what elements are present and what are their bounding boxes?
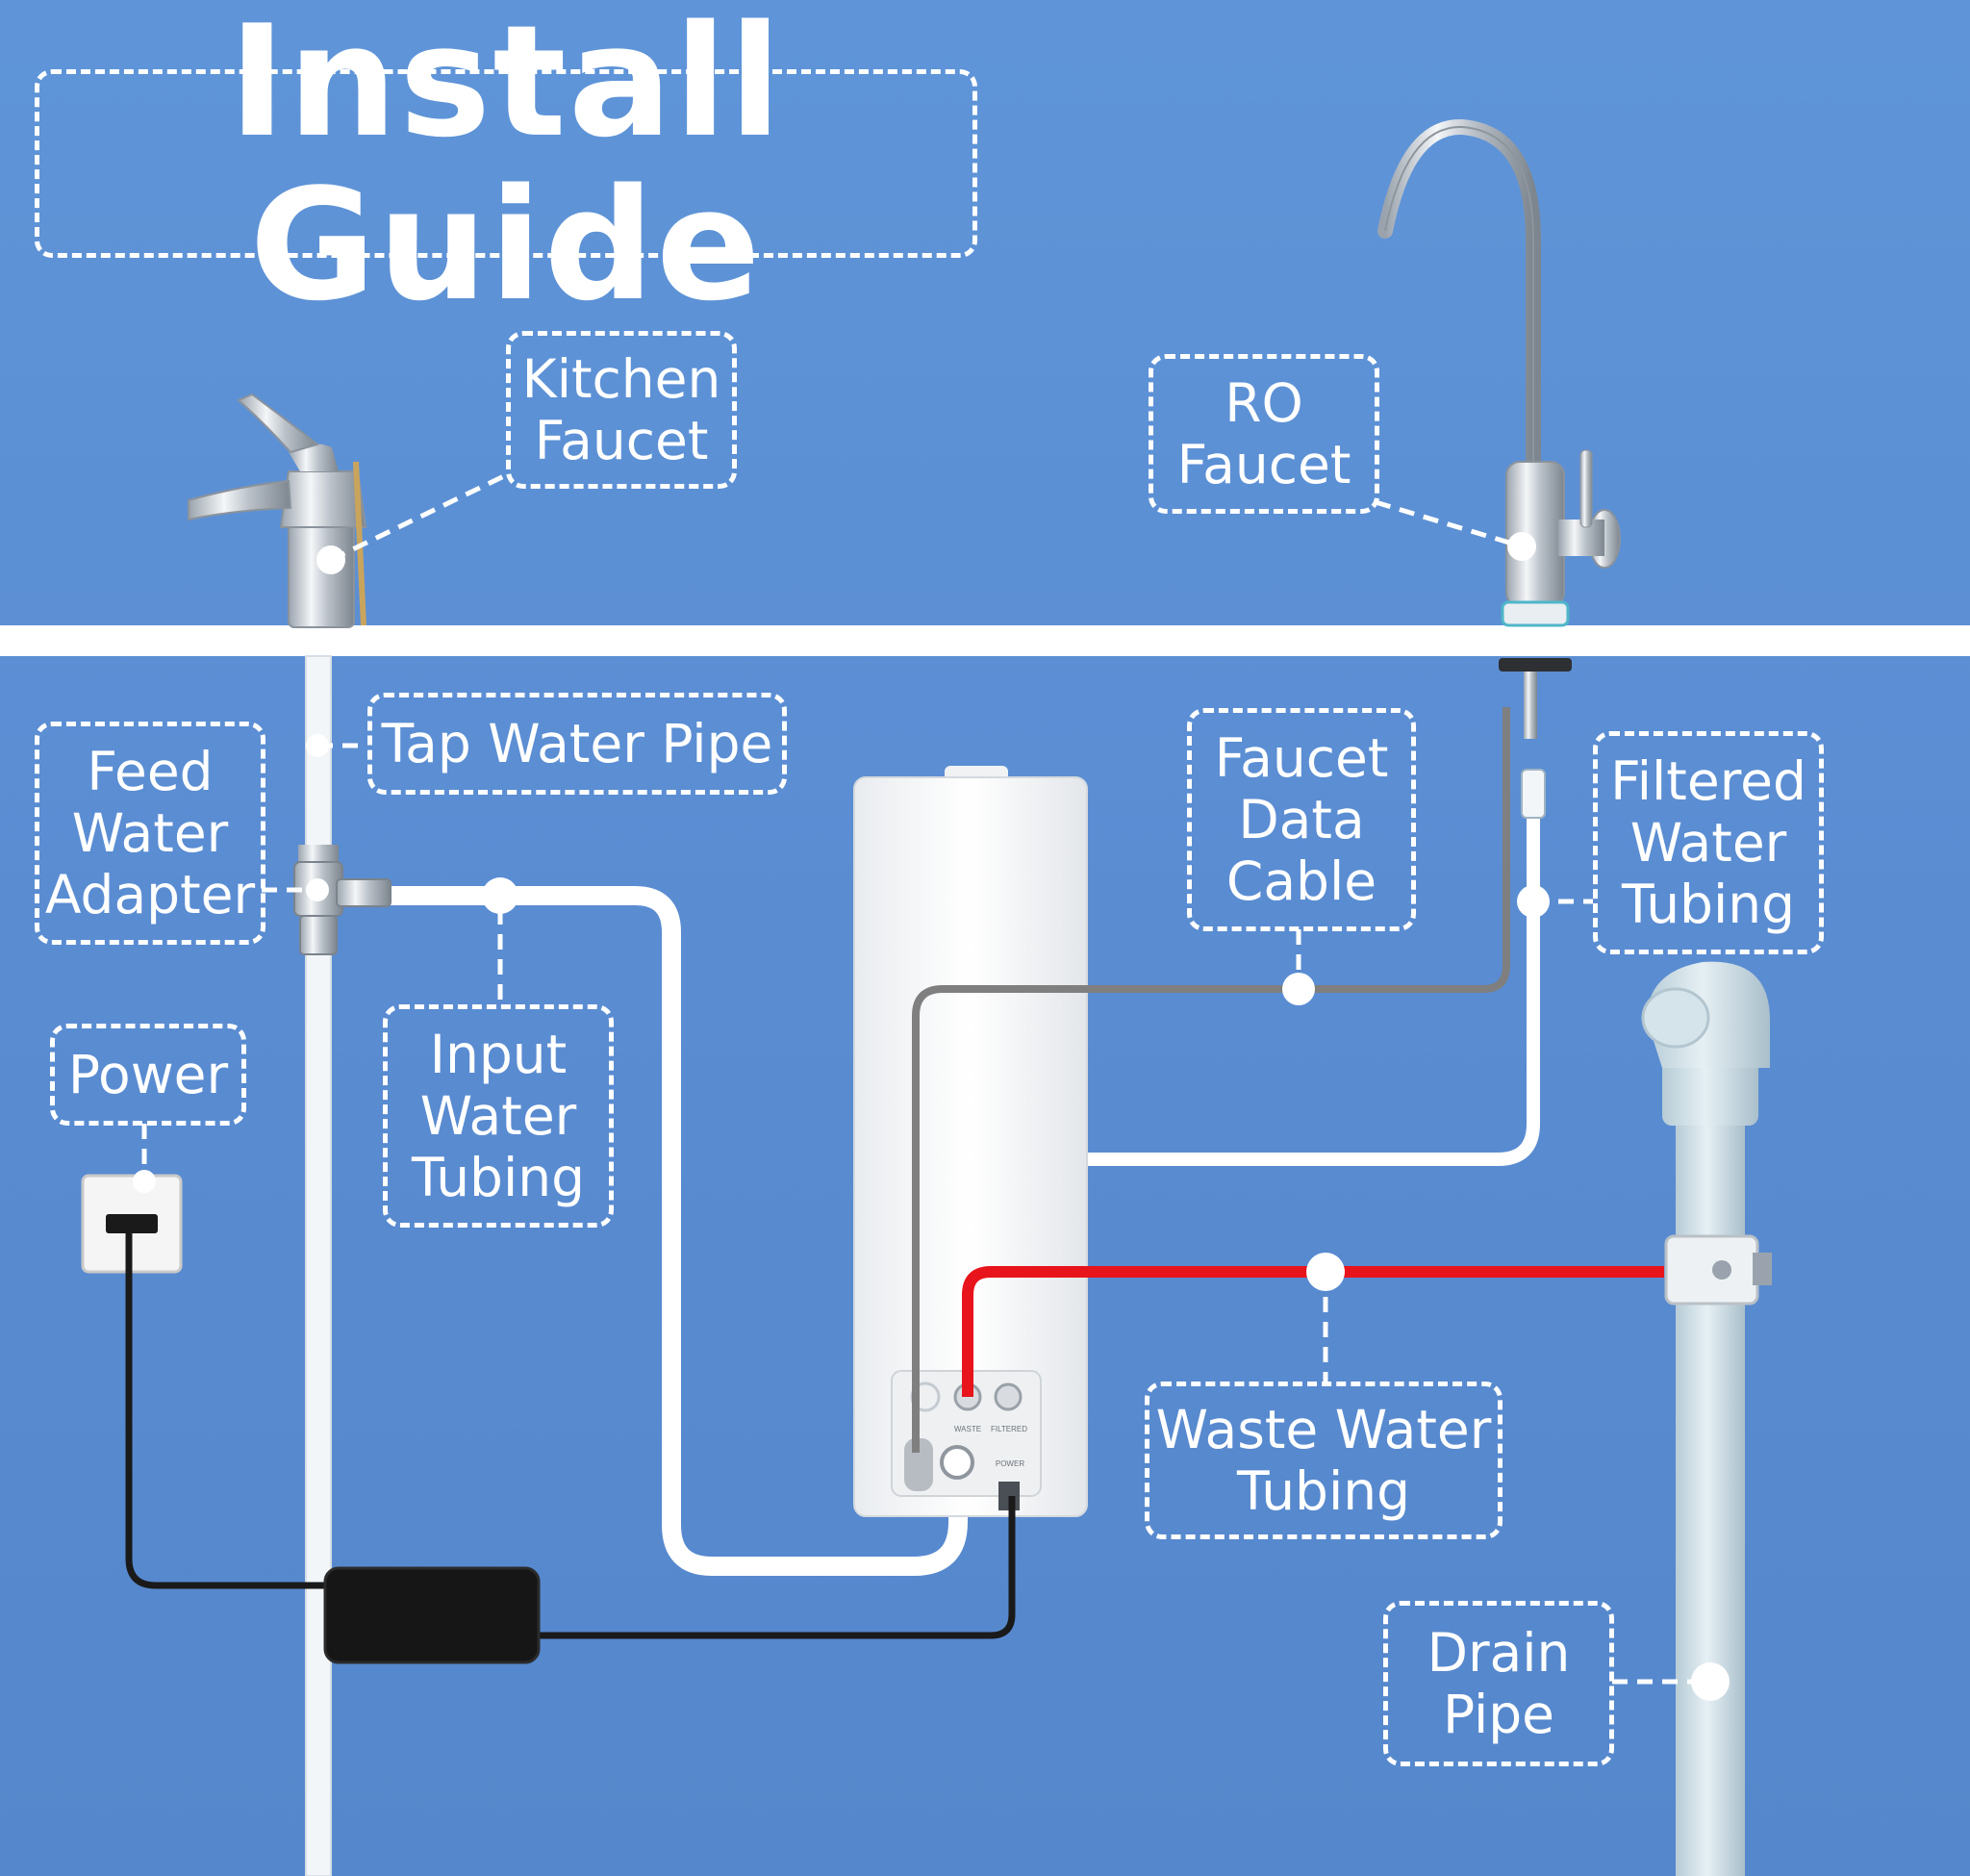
tap-water-pipe — [305, 655, 332, 1876]
tap-water-pipe-dot — [306, 734, 329, 757]
drain-pipe-dot — [1691, 1662, 1730, 1701]
faucet-data-cable — [912, 707, 1510, 1453]
label-kitchen-faucet: Kitchen Faucet — [506, 331, 737, 489]
feed-water-adapter-dot — [306, 878, 329, 901]
label-ro-faucet: RO Faucet — [1149, 354, 1379, 514]
page-title: Install Guide — [35, 0, 977, 327]
filtered-water-tubing-dot — [1517, 885, 1550, 918]
label-faucet-data-cable: Faucet Data Cable — [1187, 708, 1416, 931]
port-label-filtered: FILTERED — [991, 1425, 1027, 1433]
drain-saddle-clamp — [1664, 1234, 1772, 1306]
input-water-tubing — [385, 886, 968, 1576]
ro-faucet-fixture — [1377, 119, 1621, 819]
waste-water-tubing-dot — [1306, 1253, 1345, 1291]
kitchen-faucet — [188, 393, 367, 628]
drain-pipe — [1641, 961, 1770, 1876]
label-power: Power — [50, 1024, 246, 1126]
ro-filter-unit — [853, 766, 1088, 1517]
countertop — [0, 625, 1970, 656]
power-cable-outlet — [125, 1233, 332, 1589]
faucet-data-cable-dot — [1282, 973, 1315, 1005]
input-water-tubing-dot — [482, 877, 518, 914]
label-waste-water-tubing: Waste Water Tubing — [1145, 1382, 1503, 1539]
kitchen-faucet-dot — [316, 545, 345, 574]
power-cable-unit — [539, 1496, 1016, 1639]
power-adapter — [323, 1566, 541, 1664]
waste-water-tubing — [962, 1266, 1664, 1397]
port-label-waste: WASTE — [954, 1425, 981, 1433]
port-label-power: POWER — [996, 1459, 1024, 1468]
label-tap-water-pipe: Tap Water Pipe — [367, 693, 787, 795]
power-outlet — [81, 1174, 183, 1274]
label-drain-pipe: Drain Pipe — [1383, 1601, 1614, 1766]
power-outlet-dot — [133, 1170, 156, 1193]
label-feed-water-adapter: Feed Water Adapter — [35, 722, 265, 945]
label-filtered-water-tubing: Filtered Water Tubing — [1593, 731, 1824, 954]
feed-water-adapter — [293, 845, 391, 955]
label-input-water-tubing: Input Water Tubing — [383, 1004, 614, 1228]
ro-faucet-dot — [1507, 532, 1536, 561]
